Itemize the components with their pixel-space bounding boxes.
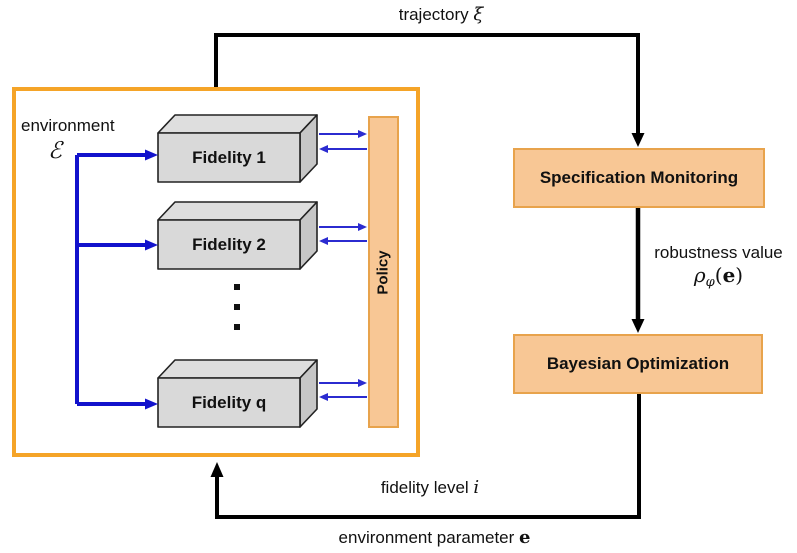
fidelity-2-box [157, 201, 318, 270]
trajectory-label: trajectory ξ [398, 4, 484, 25]
fidelity-level-label: fidelity level i [380, 477, 480, 498]
fidelity-1-label: Fidelity 1 [192, 147, 266, 167]
specification-monitoring-node: Specification Monitoring [513, 148, 765, 208]
environment-symbol: ℰ [48, 138, 62, 164]
robustness-label: robustness value ρφ(e) [640, 243, 797, 293]
trajectory-symbol: ξ [473, 4, 484, 25]
fidelity-q-box [157, 359, 318, 428]
environment-label: environment [21, 116, 115, 135]
environment-to-fidelity-arrows [75, 149, 158, 410]
bayesian-optimization-node: Bayesian Optimization [513, 334, 763, 394]
fidelity-policy-arrows [319, 130, 367, 401]
fidelity-q-label: Fidelity q [191, 392, 267, 412]
bayesian-optimization-label: Bayesian Optimization [546, 354, 730, 373]
fidelity-level-symbol: i [473, 477, 480, 498]
feedback-arrow [210, 394, 641, 519]
vertical-ellipsis-icon [234, 284, 241, 344]
trajectory-arrow [214, 33, 645, 147]
policy-bar: Policy [368, 116, 399, 428]
environment-outer-box [12, 87, 420, 457]
fidelity-1-box [157, 114, 318, 183]
environment-parameter-label: environment parameter e [338, 527, 531, 548]
robustness-symbol: ρφ(e) [693, 263, 744, 290]
ellipsis-dot [234, 324, 240, 330]
fidelity-2-label: Fidelity 2 [192, 234, 266, 254]
robustness-arrow [631, 208, 645, 333]
environment-parameter-symbol: e [519, 527, 531, 548]
ellipsis-dot [234, 284, 240, 290]
specification-monitoring-label: Specification Monitoring [539, 168, 739, 187]
ellipsis-dot [234, 304, 240, 310]
